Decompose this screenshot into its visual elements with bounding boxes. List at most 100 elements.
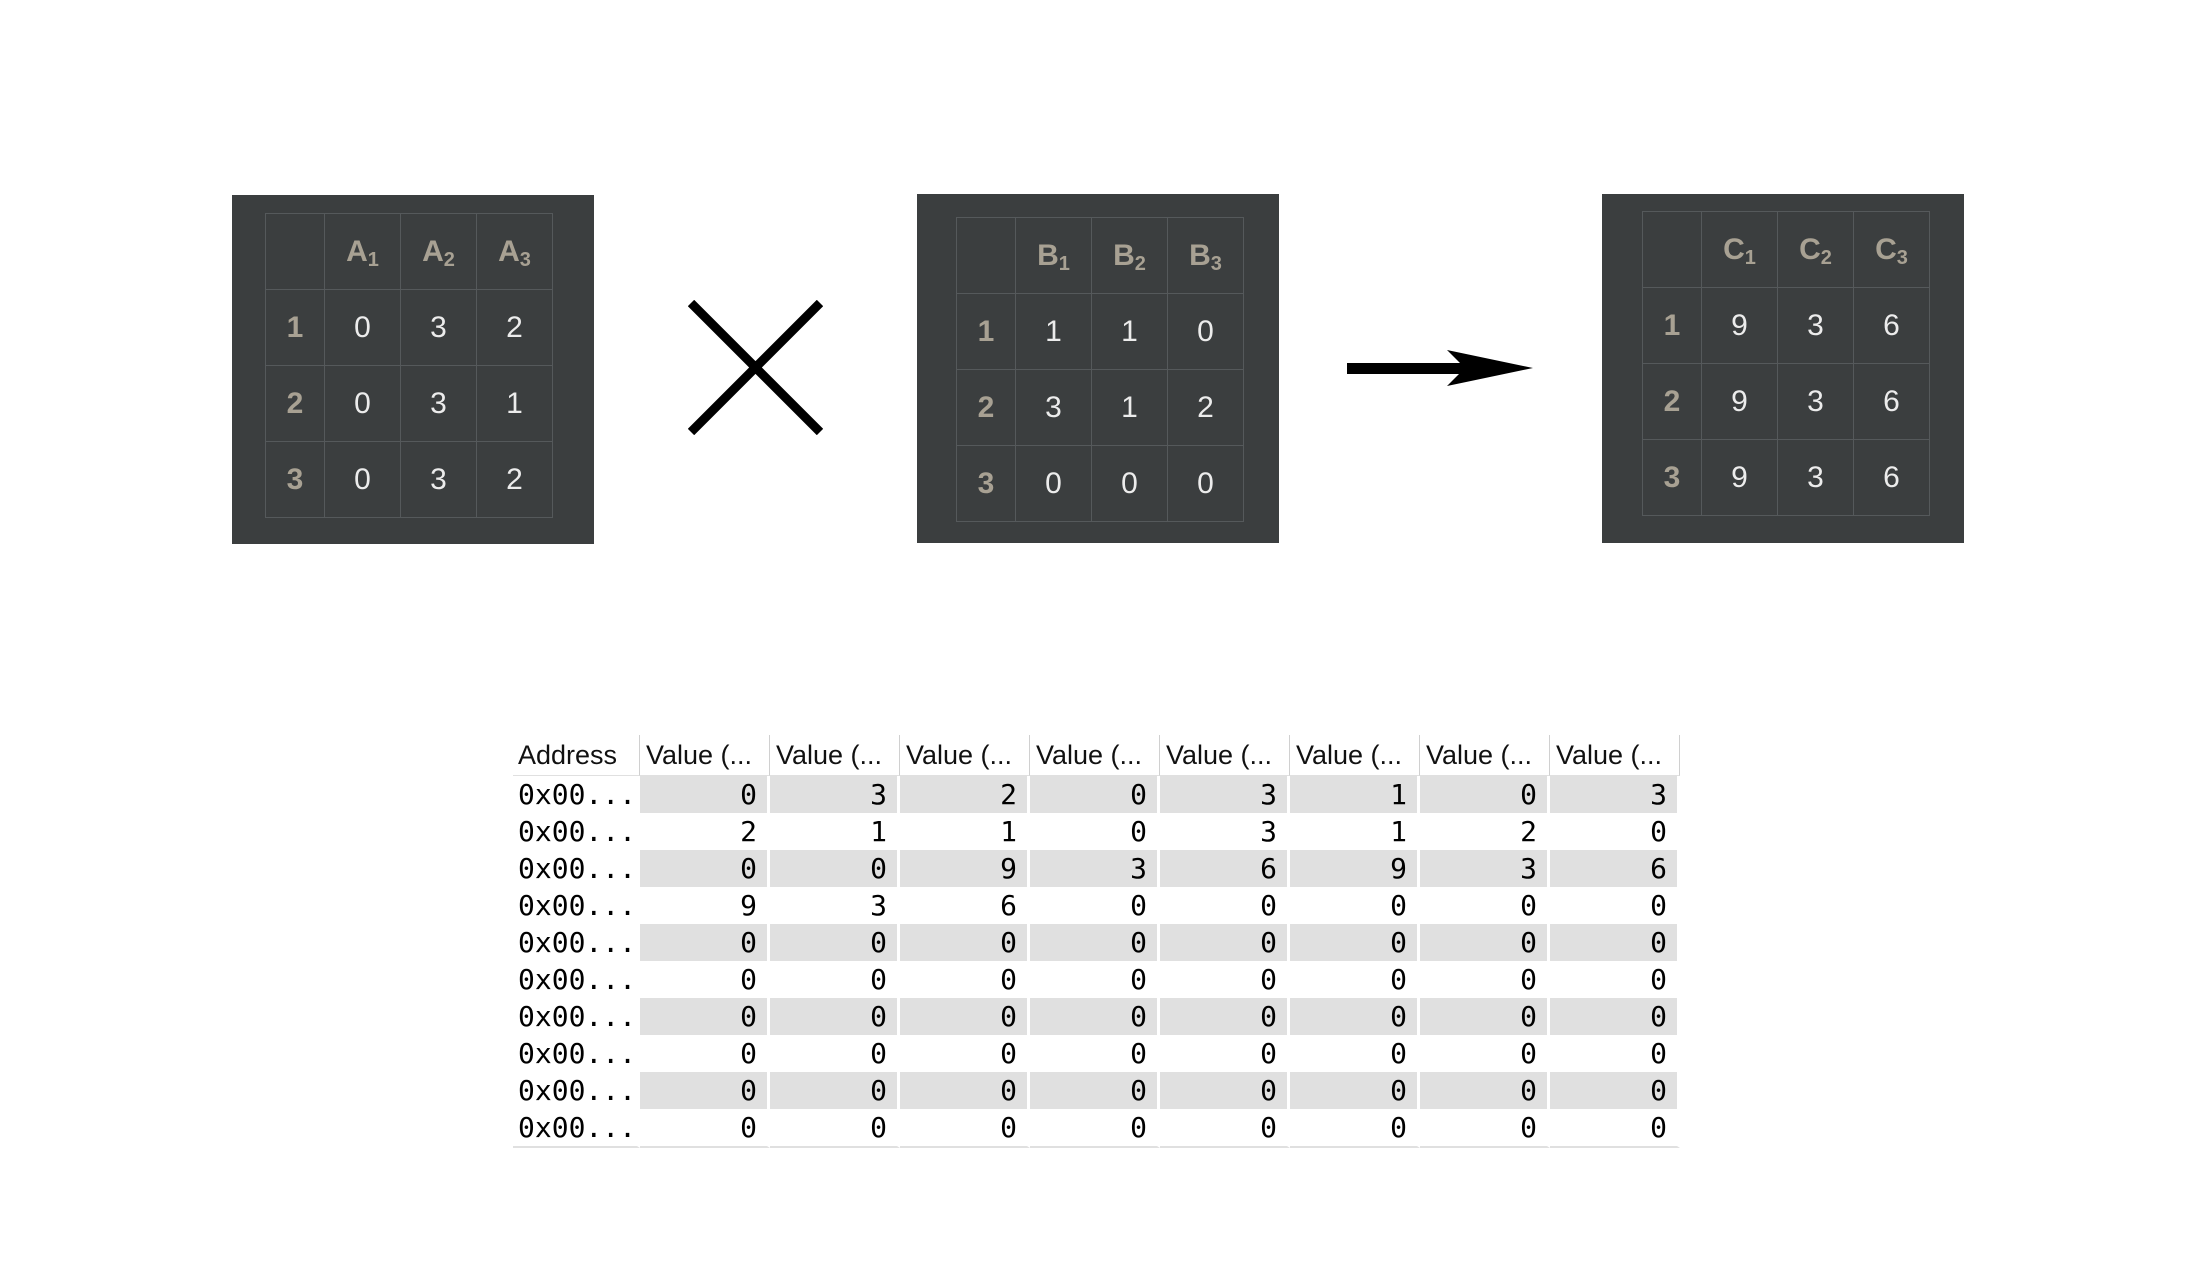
value-column-header[interactable]: Value (... [770,735,900,776]
value-column-header[interactable]: Value (... [640,735,770,776]
value-cell: 0 [1030,776,1160,813]
value-cell: 2 [1420,813,1550,850]
matrix-b-row-header: 2 [956,369,1016,446]
column-header-letter: C [1875,232,1897,266]
value-cell: 9 [900,850,1030,887]
matrix-b-corner-cell [956,217,1016,294]
matrix-b-row-header: 3 [956,445,1016,522]
value-cell: 0 [770,1035,900,1072]
value-cell: 2 [640,813,770,850]
matrix-b-column-header: B2 [1091,217,1168,294]
matrix-a-cell: 2 [476,441,553,518]
value-cell: 0 [1160,1035,1290,1072]
value-cell: 0 [1030,887,1160,924]
column-header-subscript: 3 [519,248,531,271]
address-column-header[interactable]: Address [513,735,640,776]
matrix-a-row-header: 3 [265,441,325,518]
value-cell: 0 [1550,1035,1680,1072]
value-cell: 1 [1290,813,1420,850]
value-cell: 0 [900,1109,1030,1148]
value-cell: 0 [1420,1109,1550,1148]
value-cell: 0 [1160,998,1290,1035]
matrix-c-cell: 6 [1853,363,1930,440]
value-cell: 0 [640,961,770,998]
value-cell: 3 [1550,776,1680,813]
matrix-a-cell: 2 [476,289,553,366]
value-cell: 0 [1420,924,1550,961]
matrix-b-row-header: 1 [956,293,1016,370]
matrix-b-cell: 0 [1167,445,1244,522]
value-column-header[interactable]: Value (... [1420,735,1550,776]
column-header-letter: C [1723,232,1745,266]
value-cell: 0 [770,998,900,1035]
matrix-c-column-header: C3 [1853,211,1930,288]
value-cell: 0 [1550,813,1680,850]
value-cell: 0 [1030,998,1160,1035]
value-cell: 0 [1420,1072,1550,1109]
value-column-header[interactable]: Value (... [1290,735,1420,776]
matrix-b-cell: 0 [1015,445,1092,522]
value-column-header[interactable]: Value (... [1550,735,1680,776]
matrix-c-cell: 3 [1777,439,1854,516]
value-cell: 0 [1550,998,1680,1035]
value-cell: 9 [1290,850,1420,887]
value-column-header[interactable]: Value (... [900,735,1030,776]
address-cell: 0x00... [513,1109,640,1148]
value-cell: 0 [1160,924,1290,961]
value-cell: 0 [640,924,770,961]
address-cell: 0x00... [513,998,640,1035]
value-column-header[interactable]: Value (... [1160,735,1290,776]
column-header-letter: B [1113,238,1135,272]
value-cell: 0 [770,1109,900,1148]
value-cell: 0 [1030,961,1160,998]
matrix-b-cell: 0 [1091,445,1168,522]
matrix-b-cell: 1 [1091,369,1168,446]
matrix-c-cell: 6 [1853,287,1930,364]
matrix-c-column-header: C1 [1701,211,1778,288]
value-cell: 0 [1420,998,1550,1035]
value-cell: 0 [900,961,1030,998]
value-cell: 0 [640,1035,770,1072]
value-column-header[interactable]: Value (... [1030,735,1160,776]
matrix-c-cell: 3 [1777,287,1854,364]
matrix-a-column-header: A3 [476,213,553,290]
value-cell: 0 [640,1109,770,1148]
value-cell: 0 [1550,961,1680,998]
value-cell: 6 [1550,850,1680,887]
matrix-c-cell: 6 [1853,439,1930,516]
value-cell: 0 [1160,961,1290,998]
matrix-c-corner-cell [1642,211,1702,288]
matrix-c-cell: 9 [1701,439,1778,516]
matrix-a-cell: 0 [324,441,401,518]
value-cell: 0 [900,1035,1030,1072]
value-cell: 1 [1290,776,1420,813]
matrix-b-cell: 3 [1015,369,1092,446]
value-cell: 0 [900,1072,1030,1109]
matrix-c-column-header: C2 [1777,211,1854,288]
times-icon [688,300,823,435]
value-cell: 0 [770,961,900,998]
matrix-c-row-header: 2 [1642,363,1702,440]
value-cell: 1 [770,813,900,850]
matrix-a-cell: 0 [324,365,401,442]
value-cell: 3 [1420,850,1550,887]
matrix-b-cell: 2 [1167,369,1244,446]
value-cell: 0 [1160,887,1290,924]
